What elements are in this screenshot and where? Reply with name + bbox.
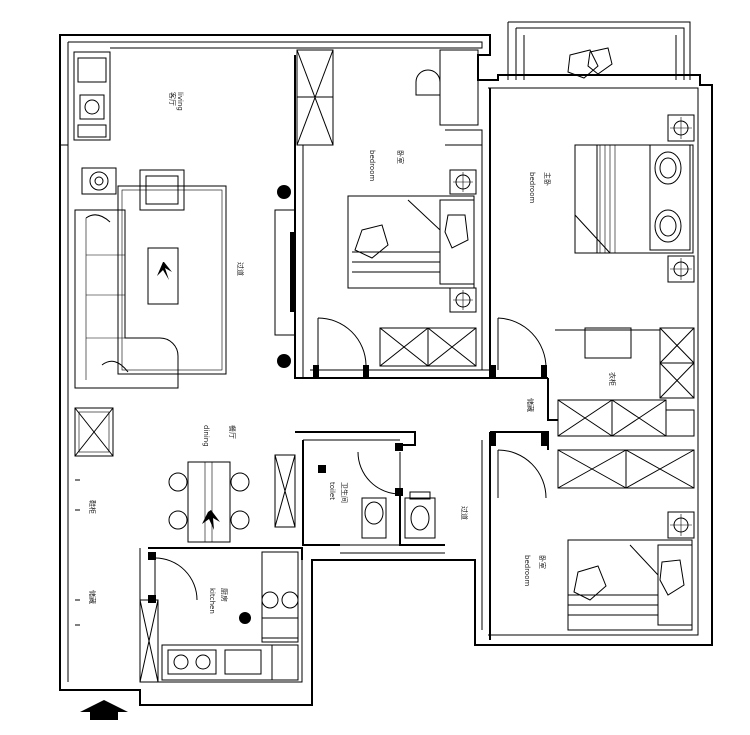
entrance-arrow-icon	[80, 700, 128, 720]
bedroom-3: 卧室 bedroom	[523, 449, 695, 631]
master-sublabel: bedroom	[528, 172, 536, 203]
bathroom: 卫生间 toilet 过道	[318, 465, 469, 539]
master-label: 主卧	[543, 172, 552, 186]
bath-label: 卫生间	[340, 482, 349, 503]
living-room: 客厅 living 过道	[73, 51, 296, 389]
doors	[148, 317, 547, 603]
dining-area: 餐厅 dining	[168, 425, 296, 543]
corridor-label: 过道	[236, 262, 245, 276]
hall-label: 过道	[460, 506, 469, 520]
bedroom2-sublabel: bedroom	[368, 150, 376, 181]
bedroom2-door[interactable]	[313, 317, 369, 379]
wardrobe-label: 衣柜	[608, 372, 617, 386]
living-room-label: 客厅	[168, 92, 177, 106]
storage-label: 储藏	[88, 590, 97, 604]
bedroom-2: 卧室 bedroom	[296, 49, 479, 367]
bedroom3-door[interactable]	[490, 432, 547, 499]
entry-area: 鞋柜 储藏	[74, 407, 114, 626]
bedroom3-label: 卧室	[538, 555, 547, 569]
master-bedroom: 主卧 bedroom 衣柜 储藏	[526, 47, 695, 437]
kitchen: 厨房 kitchen	[139, 551, 299, 683]
bath-door[interactable]	[357, 443, 403, 496]
bath-sublabel: toilet	[328, 482, 336, 500]
closet-label: 储藏	[526, 398, 535, 412]
kitchen-sublabel: kitchen	[208, 588, 216, 614]
kitchen-label: 厨房	[220, 588, 229, 602]
living-room-sublabel: living	[176, 92, 184, 111]
cabinet-label: 鞋柜	[88, 500, 97, 514]
dining-sublabel: dining	[202, 425, 210, 447]
bedroom3-sublabel: bedroom	[523, 555, 531, 586]
kitchen-door[interactable]	[148, 552, 198, 603]
master-door[interactable]	[490, 317, 547, 379]
interior-walls	[139, 55, 661, 682]
bedroom2-label: 卧室	[396, 150, 405, 164]
dining-label: 餐厅	[228, 425, 237, 439]
